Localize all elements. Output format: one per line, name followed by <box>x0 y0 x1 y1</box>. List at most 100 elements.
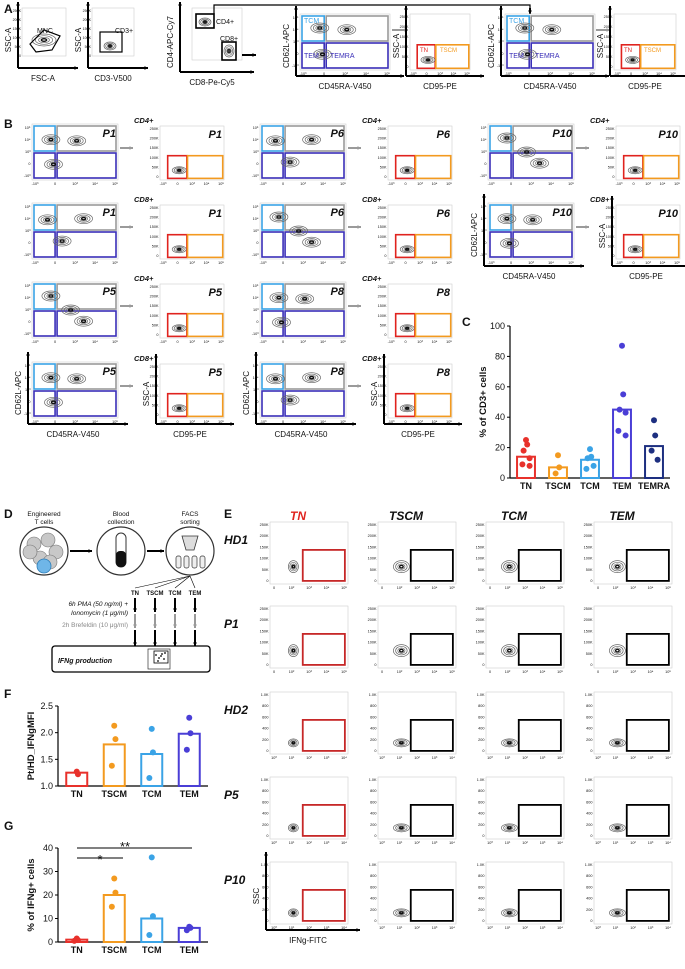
y-tick: 150K <box>378 146 387 150</box>
cell-cluster <box>44 396 63 408</box>
ifng-gate <box>517 804 562 837</box>
contour <box>302 296 308 301</box>
ifng-plot <box>269 691 349 755</box>
x-tick: 10⁵ <box>112 261 118 265</box>
contour <box>57 238 67 244</box>
y-tick: 200 <box>370 908 376 912</box>
sort-branch <box>189 575 196 589</box>
gate-label-tscm: TSCM <box>440 48 457 54</box>
y-tick: 10⁵ <box>25 284 31 288</box>
data-point <box>555 452 561 459</box>
ifng-gate <box>625 889 670 922</box>
contour <box>398 648 404 653</box>
contour <box>613 910 622 915</box>
x-tick: 10⁵ <box>340 420 346 424</box>
arrow-head <box>133 608 137 612</box>
y-tick: 50K <box>370 568 377 572</box>
y-axis-label: CD62L-APC <box>487 24 496 68</box>
cell-cluster <box>74 315 93 327</box>
patient-label: P5 <box>103 366 117 378</box>
y-tick: 400 <box>586 897 592 901</box>
x-tick-label: TCM <box>142 789 162 799</box>
y-tick: 0 <box>266 663 268 667</box>
tcm-gate <box>33 125 56 152</box>
contour <box>609 560 626 573</box>
x-axis-label: FSC-A <box>31 74 56 83</box>
contour <box>629 57 637 62</box>
x-tick: 10⁴ <box>204 182 210 186</box>
panel-label-a: A <box>4 2 13 16</box>
contour <box>38 214 57 226</box>
cell <box>22 544 38 560</box>
contour <box>171 166 187 175</box>
y-tick: 150K <box>476 545 485 549</box>
x-tick: 0 <box>489 586 491 590</box>
data-point <box>654 456 661 463</box>
x-tick-label: TEM <box>180 789 199 799</box>
y-tick: 250K <box>260 607 269 611</box>
contour <box>226 47 232 55</box>
ifng-plot <box>593 776 673 840</box>
x-tick: 10² <box>630 841 636 845</box>
ssc-cd95-plot <box>159 283 225 339</box>
cd4-connector <box>213 4 531 14</box>
cell-cluster <box>501 560 518 573</box>
y-tick: 50K <box>152 323 159 327</box>
contour <box>401 246 413 253</box>
x-tick: 10⁵ <box>112 182 118 186</box>
contour <box>397 740 406 745</box>
sort-label: TCM <box>169 591 182 597</box>
ifng-gate <box>301 633 346 666</box>
y-tick: 10³ <box>25 150 31 154</box>
x-tick: 10⁵ <box>674 182 680 186</box>
gate-label-tem: TEM <box>304 53 319 60</box>
y-tick: 50K <box>370 652 377 656</box>
contour <box>300 296 310 302</box>
contour <box>69 136 84 145</box>
gate-label-tcm: TCM <box>304 18 319 25</box>
x-tick-label: TSCM <box>545 481 571 491</box>
contour <box>310 22 330 34</box>
y-tick: 100K <box>378 235 387 239</box>
x-tick: 10⁴ <box>548 261 554 265</box>
y-tick: 200 <box>586 738 592 742</box>
y-tick: 50K <box>478 568 485 572</box>
patient-label: P8 <box>437 367 451 379</box>
data-point <box>519 461 526 468</box>
stim-text: Ionomycin (1 μg/ml) <box>71 610 128 617</box>
ifng-gate <box>301 804 346 837</box>
contour <box>609 644 626 657</box>
y-tick: 200 <box>478 823 484 827</box>
contour <box>302 134 321 146</box>
x-tick: 0 <box>489 670 491 674</box>
contour <box>280 156 300 168</box>
cell-cluster <box>295 293 315 305</box>
ssc-cd95-plot <box>159 363 225 419</box>
cell-cluster <box>393 908 410 918</box>
x-tick: 0 <box>273 586 275 590</box>
x-tick: 10⁴ <box>432 340 438 344</box>
y-tick-label: 0 <box>48 937 53 947</box>
x-tick: 10² <box>630 926 636 930</box>
x-tick: 10² <box>289 670 295 674</box>
y-tick: 400 <box>478 812 484 816</box>
y-tick: 0 <box>612 254 614 258</box>
step-label: FACS <box>182 511 200 518</box>
contour <box>198 17 212 27</box>
cell-cluster <box>627 166 643 175</box>
y-tick: 0 <box>256 241 258 245</box>
tscm-gate <box>186 392 224 418</box>
gate-label-tcm: TCM <box>509 18 524 25</box>
contour <box>80 216 87 221</box>
x-tick: 10³ <box>300 261 306 265</box>
contour <box>403 326 411 331</box>
ssc-cd95-plot <box>613 13 677 71</box>
x-tick: -10³ <box>160 340 167 344</box>
y-tick: 150K <box>260 629 269 633</box>
arrow-head <box>352 422 356 426</box>
contour <box>287 160 293 164</box>
contour <box>625 56 640 64</box>
contour <box>67 135 87 147</box>
x-tick: 10⁰ <box>487 756 493 760</box>
contour <box>337 24 357 36</box>
